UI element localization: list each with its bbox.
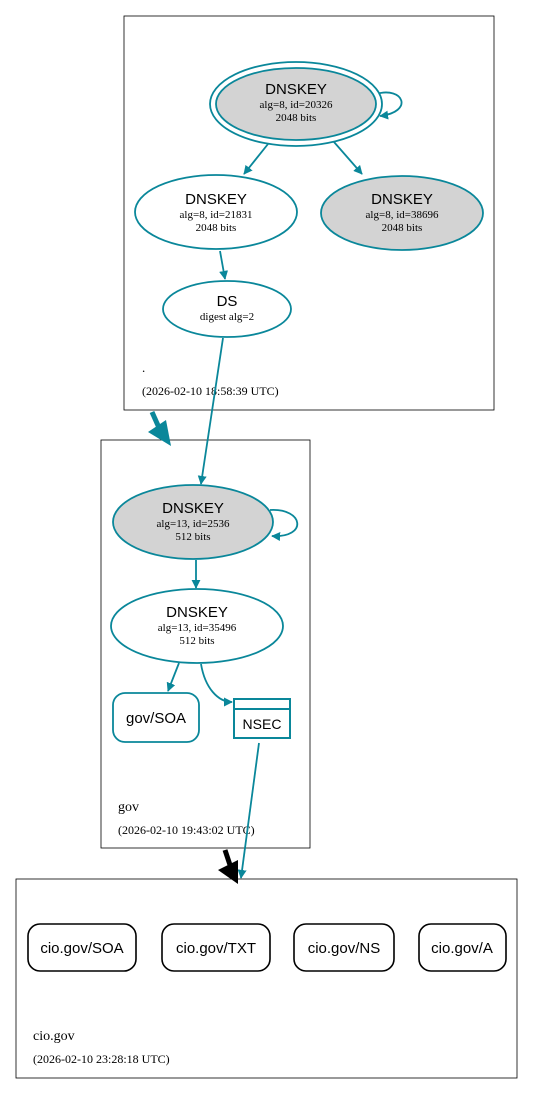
node-gov-ds-title: DS bbox=[217, 293, 238, 310]
edge-root-ksk-key3 bbox=[333, 141, 363, 175]
zone-cio-box bbox=[15, 878, 518, 1079]
node-gov-soa-shape bbox=[112, 692, 200, 743]
node-gov-ds[interactable]: DS digest alg=2 bbox=[162, 280, 292, 338]
node-cio-soa-label: cio.gov/SOA bbox=[40, 940, 123, 957]
node-gov-zsk-title: DNSKEY bbox=[166, 604, 228, 621]
node-cio-txt-label: cio.gov/TXT bbox=[176, 940, 256, 957]
zone-root-timestamp: (2026-02-10 18:58:39 UTC) bbox=[142, 384, 279, 398]
edges bbox=[166, 91, 403, 879]
node-gov-ds-shape bbox=[162, 280, 292, 338]
node-nsec-shape bbox=[233, 698, 291, 739]
node-root-ksk-title: DNSKEY bbox=[265, 81, 327, 98]
node-gov-zsk[interactable]: DNSKEY alg=13, id=35496 512 bits bbox=[110, 588, 284, 664]
zone-cio-name: cio.gov bbox=[33, 1029, 75, 1044]
zone-cio-gov: cio.gov (2026-02-10 23:28:18 UTC) bbox=[15, 878, 518, 1079]
node-root-ksk-bits: 2048 bits bbox=[276, 112, 317, 124]
zone-gov-box bbox=[100, 439, 311, 849]
node-root-zsk-title: DNSKEY bbox=[185, 191, 247, 208]
edge-gov-ksk-self bbox=[269, 509, 299, 541]
node-cio-ns-shape bbox=[293, 923, 395, 972]
edge-root-ksk-zsk bbox=[243, 143, 269, 175]
node-root-ksk-alg: alg=8, id=20326 bbox=[260, 99, 333, 111]
node-root-zsk-shape bbox=[134, 174, 298, 250]
edge-root-zsk-ds bbox=[219, 250, 229, 280]
node-cio-soa[interactable]: cio.gov/SOA bbox=[27, 923, 137, 972]
node-cio-ns-label: cio.gov/NS bbox=[308, 940, 381, 957]
node-gov-soa[interactable]: gov/SOA bbox=[112, 692, 200, 743]
node-gov-ksk-title: DNSKEY bbox=[162, 500, 224, 517]
node-cio-a-label: cio.gov/A bbox=[431, 940, 493, 957]
node-root-key3-bits: 2048 bits bbox=[382, 222, 423, 234]
node-root-ksk[interactable]: DNSKEY alg=8, id=20326 2048 bits bbox=[209, 61, 383, 147]
zone-gov-timestamp: (2026-02-10 19:43:02 UTC) bbox=[118, 823, 255, 837]
node-cio-ns[interactable]: cio.gov/NS bbox=[293, 923, 395, 972]
node-gov-zsk-shape bbox=[110, 588, 284, 664]
node-gov-ksk[interactable]: DNSKEY alg=13, id=2536 512 bits bbox=[112, 484, 274, 560]
node-root-key3-title: DNSKEY bbox=[371, 191, 433, 208]
node-cio-soa-shape bbox=[27, 923, 137, 972]
edge-nsec-cio bbox=[237, 742, 260, 879]
edge-gov-zsk-nsec bbox=[200, 663, 233, 707]
node-root-key3-alg: alg=8, id=38696 bbox=[366, 209, 439, 221]
node-root-key3-shape bbox=[320, 175, 484, 251]
zone-gov-name: gov bbox=[118, 800, 139, 815]
node-root-ksk-inner bbox=[215, 67, 377, 141]
node-nsec[interactable]: NSEC bbox=[233, 698, 291, 739]
edge-ds-gov-ksk bbox=[197, 337, 224, 485]
node-root-zsk-bits: 2048 bits bbox=[196, 222, 237, 234]
zone-root-box bbox=[123, 15, 495, 411]
node-cio-txt-shape bbox=[161, 923, 271, 972]
delegation-arrows bbox=[148, 410, 238, 884]
node-root-zsk-alg: alg=8, id=21831 bbox=[180, 209, 253, 221]
node-gov-zsk-bits: 512 bits bbox=[179, 635, 214, 647]
node-nsec-label: NSEC bbox=[243, 716, 282, 732]
edge-root-ksk-self bbox=[375, 91, 403, 120]
node-cio-txt[interactable]: cio.gov/TXT bbox=[161, 923, 271, 972]
zone-root: . (2026-02-10 18:58:39 UTC) bbox=[123, 15, 495, 411]
node-cio-a-shape bbox=[418, 923, 507, 972]
node-root-key3[interactable]: DNSKEY alg=8, id=38696 2048 bits bbox=[320, 175, 484, 251]
delegation-root-gov-head bbox=[148, 420, 171, 446]
node-gov-zsk-alg: alg=13, id=35496 bbox=[158, 622, 237, 634]
node-gov-ksk-bits: 512 bits bbox=[175, 531, 210, 543]
edge-gov-zsk-soa bbox=[166, 662, 180, 692]
node-gov-ds-digest: digest alg=2 bbox=[200, 311, 254, 323]
node-cio-a[interactable]: cio.gov/A bbox=[418, 923, 507, 972]
node-gov-ksk-alg: alg=13, id=2536 bbox=[157, 518, 230, 530]
zone-root-name: . bbox=[142, 360, 145, 375]
node-gov-ksk-shape bbox=[112, 484, 274, 560]
zone-cio-timestamp: (2026-02-10 23:28:18 UTC) bbox=[33, 1052, 170, 1066]
zone-gov: gov (2026-02-10 19:43:02 UTC) bbox=[100, 439, 311, 849]
node-root-zsk[interactable]: DNSKEY alg=8, id=21831 2048 bits bbox=[134, 174, 298, 250]
delegation-gov-cio-head bbox=[218, 860, 238, 884]
node-gov-soa-label: gov/SOA bbox=[126, 710, 186, 727]
